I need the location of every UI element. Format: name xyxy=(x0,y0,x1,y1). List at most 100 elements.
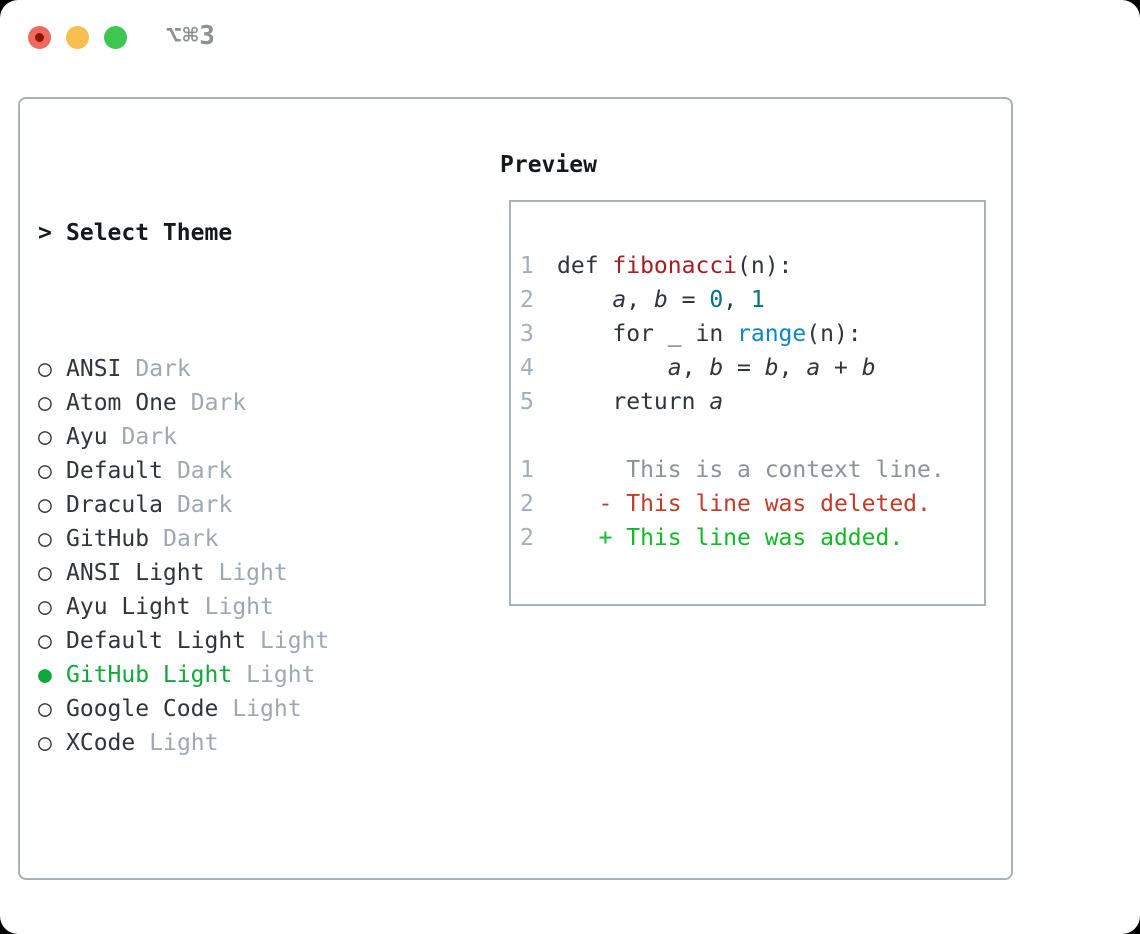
line-number: 2 xyxy=(520,287,534,313)
code-token: 0 xyxy=(709,287,724,313)
radio-icon: ○ xyxy=(38,424,52,450)
code-token: , xyxy=(723,287,751,313)
line-number: 2 xyxy=(520,525,534,551)
code-token: b xyxy=(764,355,779,381)
theme-option-ayu-light[interactable]: ○ Ayu Light Light xyxy=(38,590,426,624)
code-token: a xyxy=(667,355,682,381)
theme-option-xcode[interactable]: ○ XCode Light xyxy=(38,726,426,760)
theme-variant-tag: Dark xyxy=(176,458,233,484)
code-token: def xyxy=(557,253,613,279)
theme-name: ANSI xyxy=(66,356,122,382)
code-token xyxy=(557,287,612,313)
code-token: - This line was deleted. xyxy=(598,491,931,517)
radio-icon: ○ xyxy=(38,560,52,586)
select-theme-header: > Select Theme xyxy=(38,216,426,250)
code-token: 1 xyxy=(750,287,765,313)
theme-variant-tag: Light xyxy=(246,662,316,688)
theme-option-ayu[interactable]: ○ Ayu Dark xyxy=(38,420,426,454)
theme-variant-tag: Dark xyxy=(190,390,247,416)
code-token: (n): xyxy=(737,253,793,279)
preview-line: 2 a, b = 0, 1 xyxy=(520,283,984,317)
line-number: 1 xyxy=(520,457,534,483)
code-token: a xyxy=(806,355,821,381)
code-token: = xyxy=(667,287,710,313)
radio-icon: ○ xyxy=(38,390,52,416)
code-token xyxy=(557,355,668,381)
title-bar: ⌥⌘3 xyxy=(0,0,1140,72)
code-token xyxy=(557,525,599,551)
line-number: 2 xyxy=(520,491,534,517)
preview-line: 2 - This line was deleted. xyxy=(520,487,984,521)
theme-option-github-light[interactable]: ● GitHub Light Light xyxy=(38,658,426,692)
theme-option-ansi[interactable]: ○ ANSI Dark xyxy=(38,352,426,386)
theme-option-atom-one[interactable]: ○ Atom One Dark xyxy=(38,386,426,420)
radio-icon: ○ xyxy=(38,696,52,722)
theme-variant-tag: Light xyxy=(218,560,288,586)
line-number: 1 xyxy=(520,253,534,279)
code-token: = xyxy=(723,355,765,381)
radio-icon: ○ xyxy=(38,356,52,382)
radio-icon: ○ xyxy=(38,628,52,654)
preview-header: Preview xyxy=(500,152,597,178)
theme-variant-tag: Dark xyxy=(163,526,219,552)
theme-variant-tag: Light xyxy=(232,696,302,722)
theme-name: ANSI Light xyxy=(66,560,205,586)
code-token: , xyxy=(778,355,807,381)
preview-line: 2 + This line was added. xyxy=(520,521,984,555)
radio-icon: ○ xyxy=(38,492,52,518)
line-number: 3 xyxy=(520,321,534,347)
zoom-button[interactable] xyxy=(104,26,127,49)
close-dot-icon xyxy=(35,33,44,42)
theme-name: Ayu Light xyxy=(66,594,191,620)
theme-name: Default xyxy=(66,458,163,484)
cursor-icon: > xyxy=(38,220,52,246)
theme-name: GitHub xyxy=(66,526,150,552)
code-token: a xyxy=(612,287,627,313)
minimize-button[interactable] xyxy=(66,26,89,49)
theme-option-google-code[interactable]: ○ Google Code Light xyxy=(38,692,426,726)
code-token: return xyxy=(557,389,710,415)
preview-line: 5 return a xyxy=(520,385,984,419)
theme-name: Google Code xyxy=(66,696,219,722)
close-button[interactable] xyxy=(28,26,51,49)
code-token xyxy=(557,491,599,517)
code-token: , xyxy=(681,355,710,381)
radio-selected-icon: ● xyxy=(38,662,52,688)
preview-line xyxy=(520,419,984,453)
code-token: range xyxy=(737,321,807,347)
code-token: a xyxy=(709,389,724,415)
code-token: (n): xyxy=(806,321,862,347)
theme-variant-tag: Light xyxy=(149,730,219,756)
radio-icon: ○ xyxy=(38,594,52,620)
theme-name: Atom One xyxy=(66,390,177,416)
window-title: ⌥⌘3 xyxy=(166,21,216,51)
preview-line: 4 a, b = b, a + b xyxy=(520,351,984,385)
theme-name: XCode xyxy=(66,730,136,756)
code-token: for _ in xyxy=(557,321,738,347)
code-token: + xyxy=(820,355,862,381)
theme-name: Default Light xyxy=(66,628,247,654)
select-theme-header-label: Select Theme xyxy=(66,220,233,246)
preview-line: 3 for _ in range(n): xyxy=(520,317,984,351)
code-token: b xyxy=(709,355,724,381)
theme-option-github[interactable]: ○ GitHub Dark xyxy=(38,522,426,556)
theme-variant-tag: Dark xyxy=(176,492,233,518)
preview-line: 1 def fibonacci(n): xyxy=(520,249,984,283)
radio-icon: ○ xyxy=(38,526,52,552)
theme-variant-tag: Light xyxy=(204,594,274,620)
theme-option-ansi-light[interactable]: ○ ANSI Light Light xyxy=(38,556,426,590)
radio-icon: ○ xyxy=(38,730,52,756)
code-token: fibonacci xyxy=(612,253,738,279)
theme-variant-tag: Dark xyxy=(135,356,191,382)
theme-name: Ayu xyxy=(66,424,108,450)
theme-name: GitHub Light xyxy=(66,662,233,688)
theme-variant-tag: Dark xyxy=(121,424,177,450)
